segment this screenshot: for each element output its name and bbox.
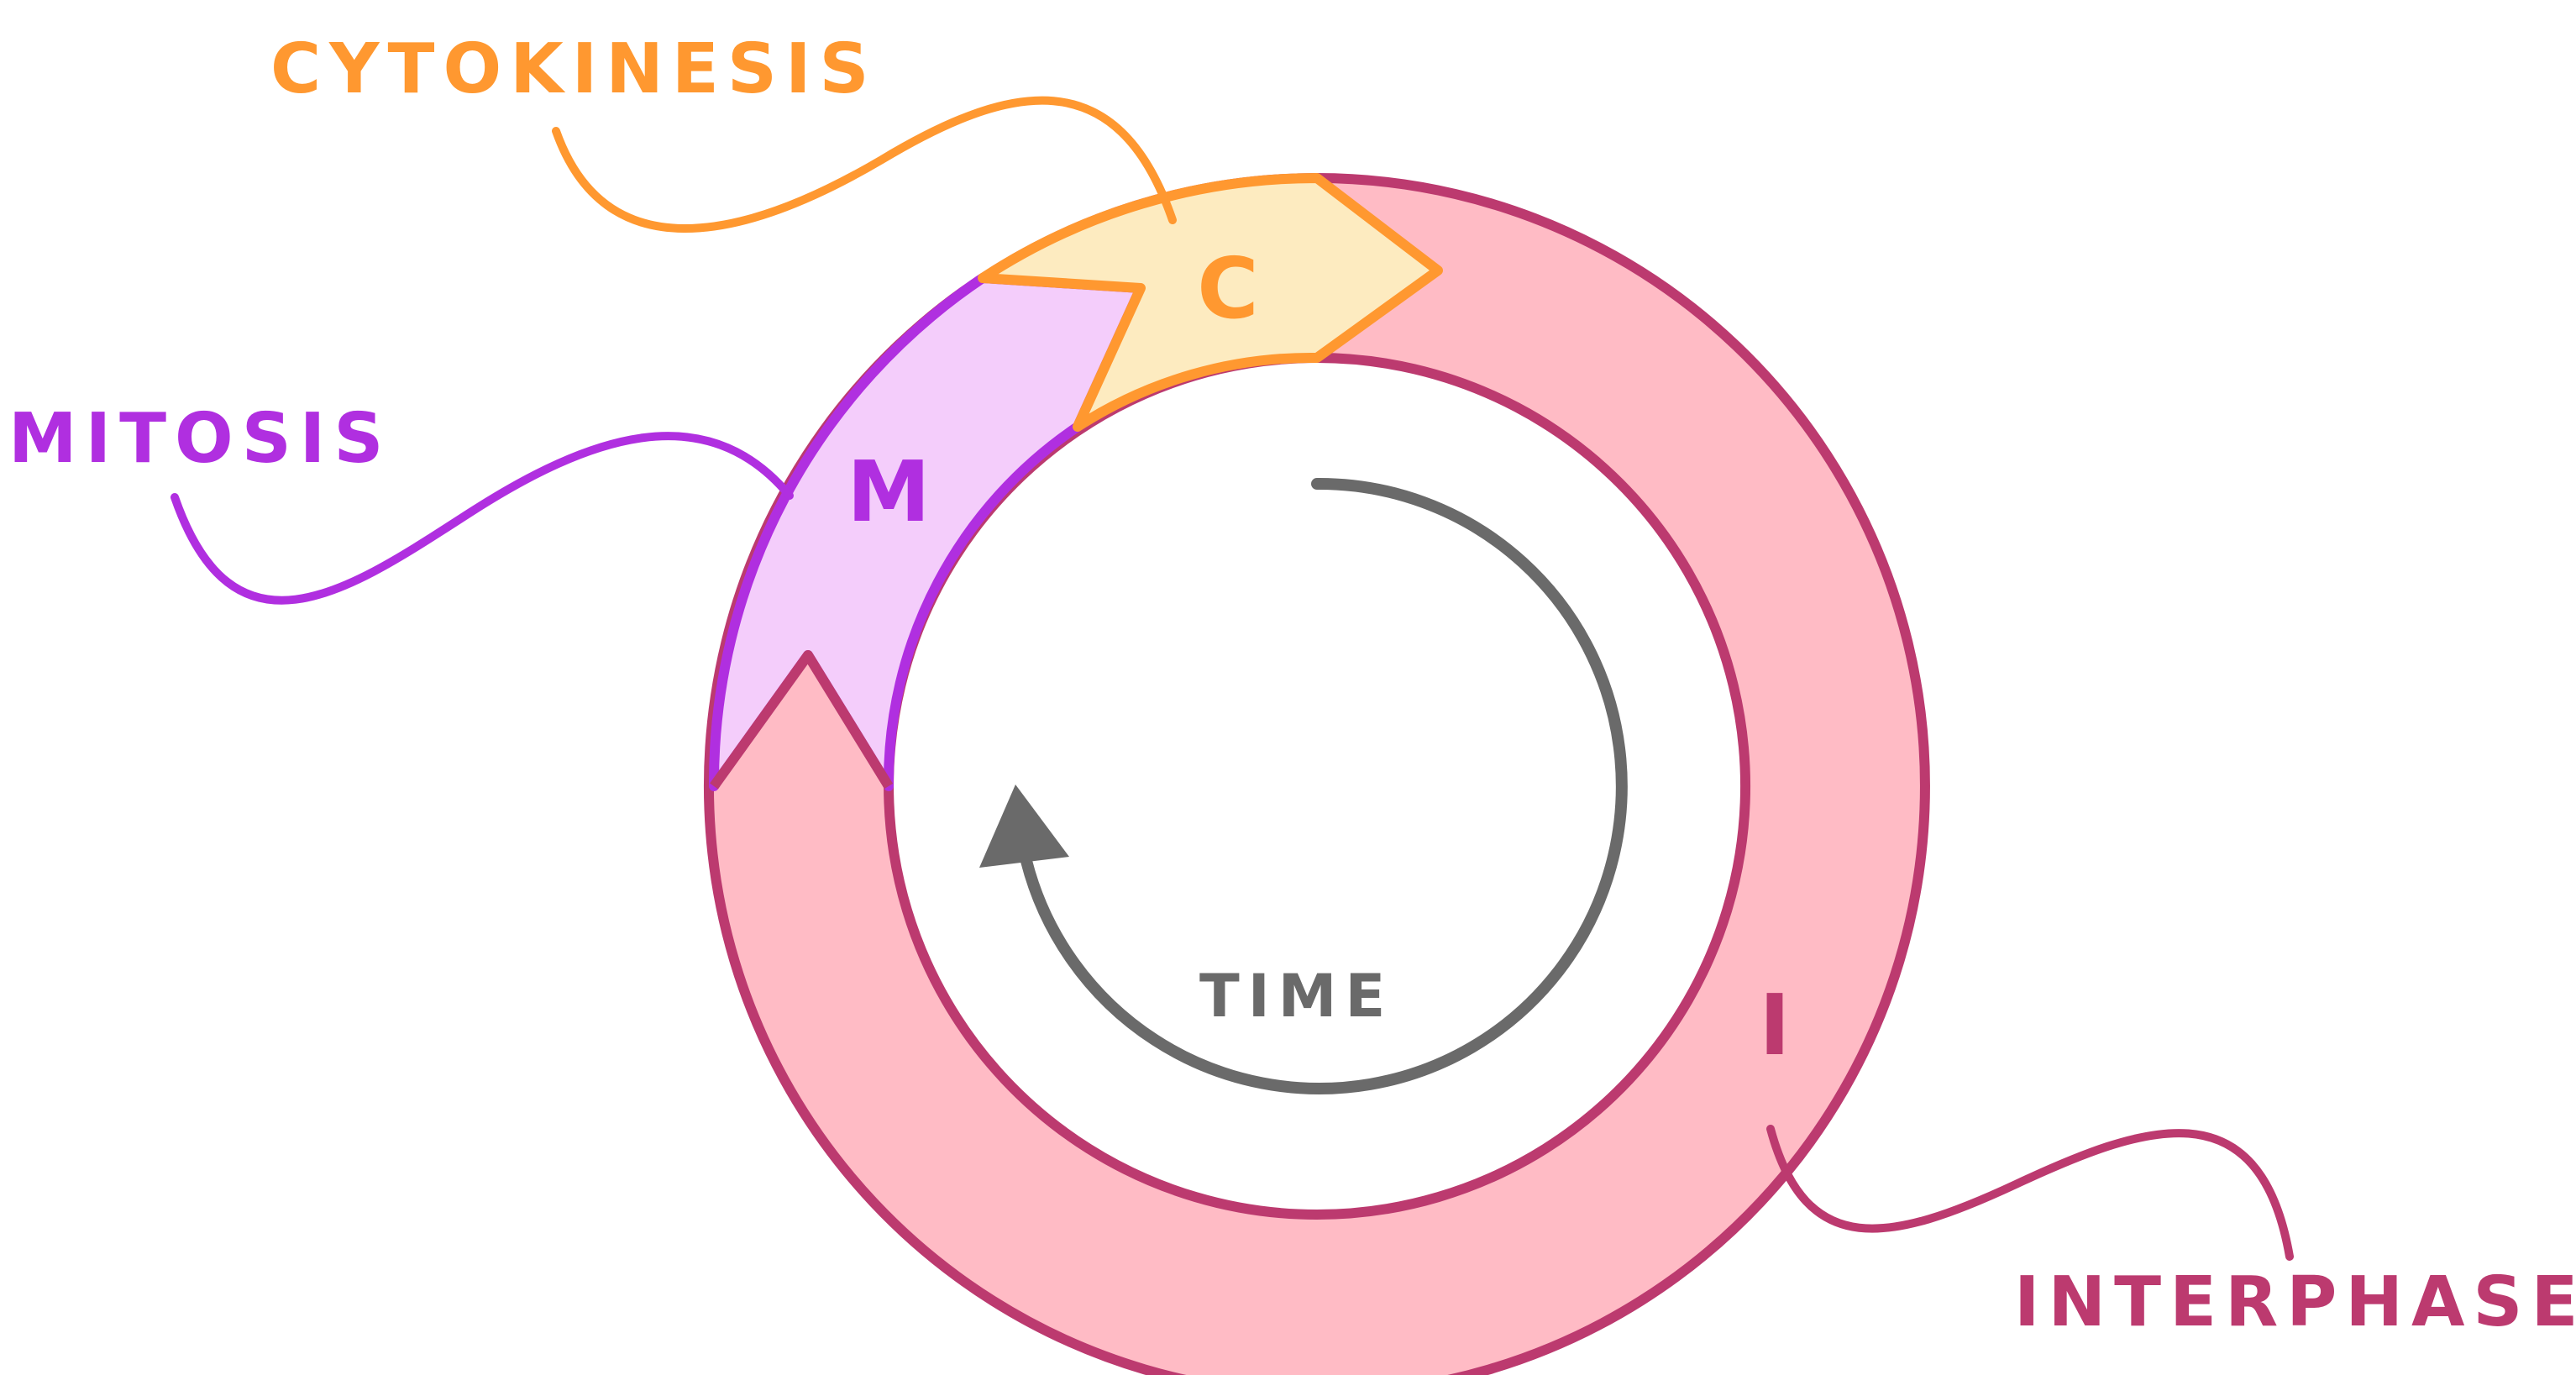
cytokinesis-segment [978,172,1443,432]
cytokinesis-label: CYTOKINESIS [270,29,878,109]
interphase-leader [1766,1125,2294,1261]
mitosis-leader [171,432,794,605]
mitosis-letter: M [847,443,931,541]
cytokinesis-leader [552,96,1177,233]
time-arrow [979,477,1628,1094]
cytokinesis-letter: C [1197,239,1258,338]
interphase-label: INTERPHASE [2014,1262,2576,1342]
mitosis-label: MITOSIS [8,399,391,479]
arrowhead-icon [979,785,1069,868]
interphase-letter: I [1759,976,1790,1074]
time-label: TIME [1199,962,1393,1031]
mitosis-segment [708,273,1146,791]
